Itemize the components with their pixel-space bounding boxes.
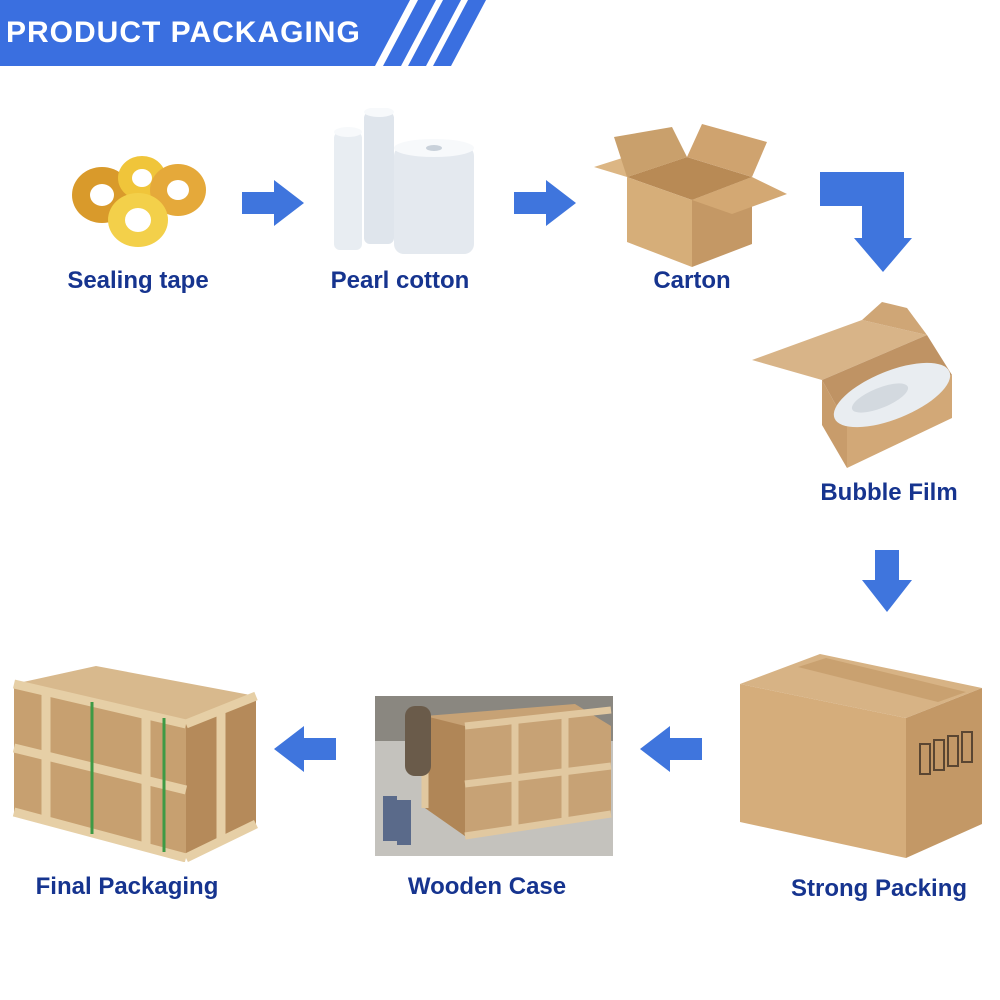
tape-roll — [150, 164, 206, 216]
arrow-down-icon — [862, 550, 912, 612]
sealing-tape-image — [72, 156, 206, 247]
step-label-bubble-film: Bubble Film — [820, 479, 958, 506]
header-banner: PRODUCT PACKAGING — [0, 0, 490, 66]
foam-roll — [394, 139, 474, 254]
step-label-pearl-cotton: Pearl cotton — [330, 267, 470, 294]
step-label-sealing-tape: Sealing tape — [67, 267, 209, 294]
foam-roll — [364, 108, 394, 244]
bubble-film-image — [752, 302, 952, 468]
tape-roll — [108, 193, 168, 247]
step-label-carton: Carton — [653, 267, 731, 294]
strong-packing-image — [740, 654, 982, 858]
handling-symbols-icon — [919, 731, 973, 775]
carton-image — [594, 124, 787, 267]
arrow-left-icon — [640, 726, 702, 772]
pearl-cotton-image — [334, 108, 474, 254]
final-packaging-image — [12, 666, 258, 862]
elbow-arrow-icon — [820, 172, 912, 272]
foam-roll — [334, 127, 362, 250]
step-label-strong-packing: Strong Packing — [790, 875, 968, 902]
page-title: PRODUCT PACKAGING — [6, 16, 361, 49]
arrow-right-icon — [514, 180, 576, 226]
arrow-left-icon — [274, 726, 336, 772]
step-label-final-packaging: Final Packaging — [35, 873, 219, 900]
banner-shape — [0, 0, 486, 66]
wooden-case-image — [375, 696, 613, 856]
arrow-right-icon — [242, 180, 304, 226]
step-label-wooden-case: Wooden Case — [407, 873, 567, 900]
